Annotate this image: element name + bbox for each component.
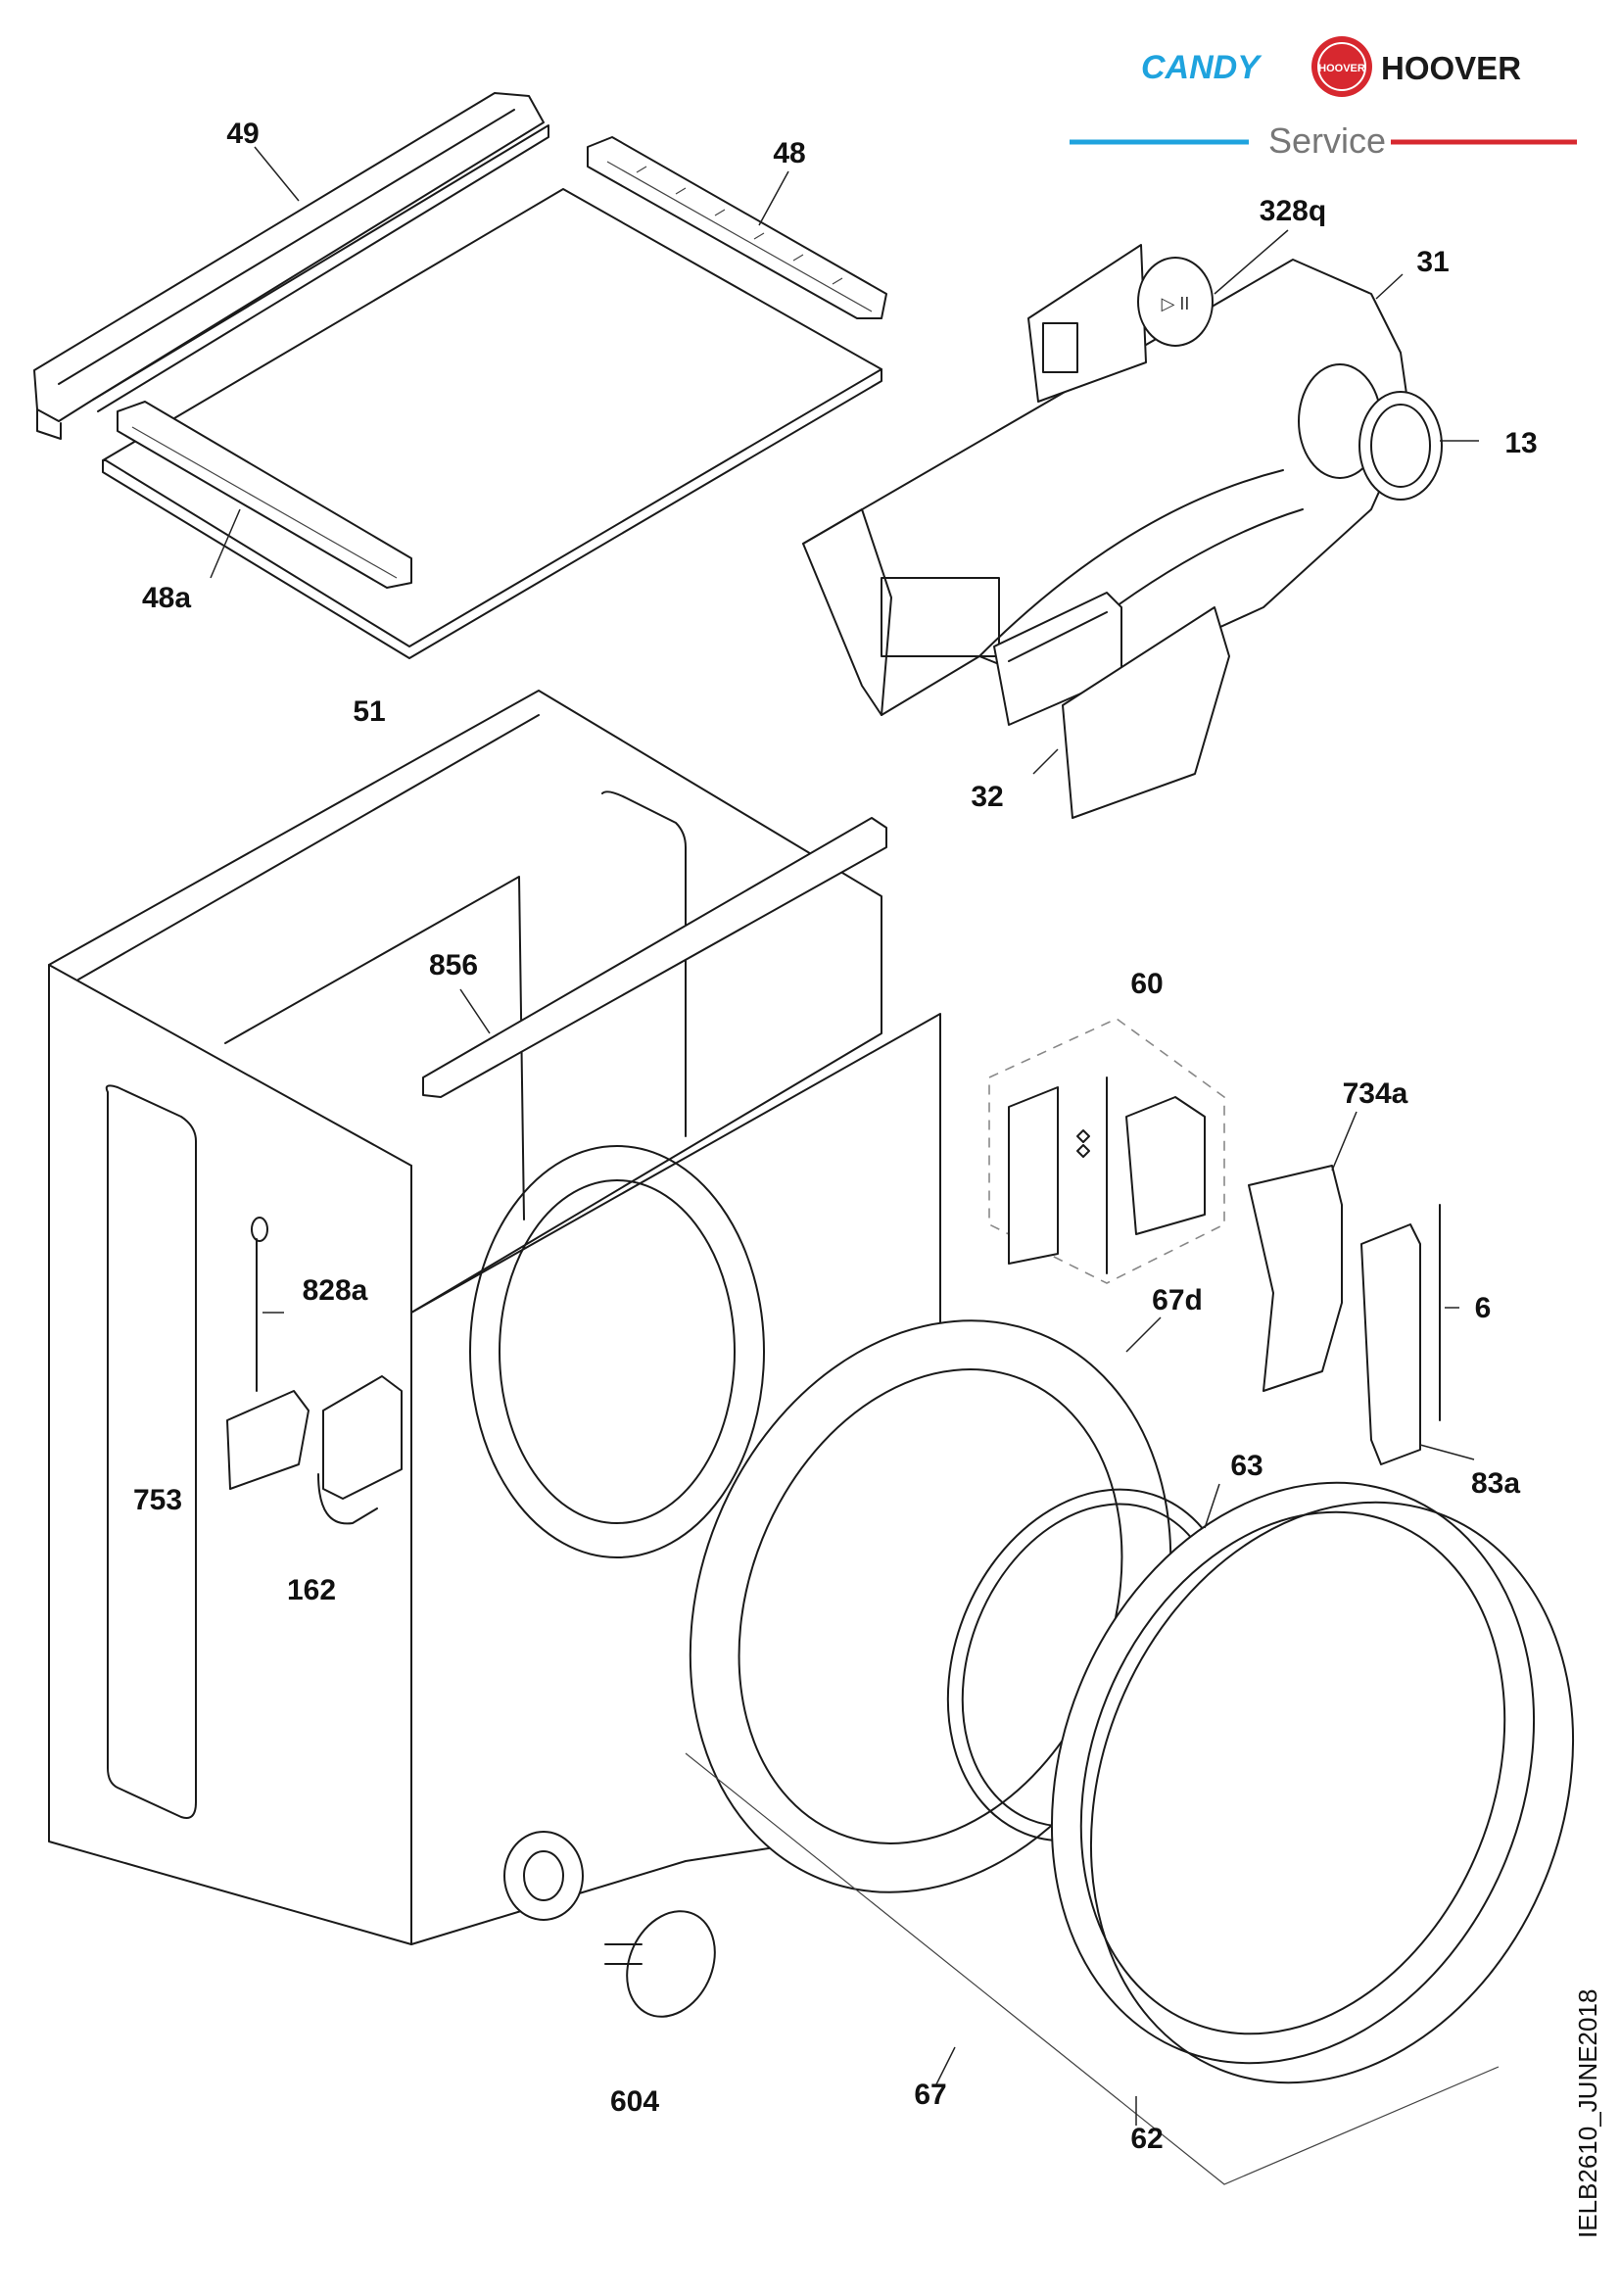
- leader-lines: [210, 146, 1479, 2126]
- service-bar: Service: [1070, 120, 1577, 161]
- callout-856: 856: [429, 949, 478, 981]
- callout-labels: 49 48 48a 51 328q 31 13 32 856 60 734a 8…: [133, 118, 1538, 2155]
- hinge-cover-734a: [1248, 1165, 1343, 1392]
- lock-bracket-753: [226, 1390, 310, 1490]
- worktop-frame-49: [33, 92, 549, 440]
- callout-328q: 328q: [1260, 195, 1326, 227]
- pcb-module-328q: ▷ II: [1027, 244, 1214, 403]
- door-assembly-bracket-67: [685, 1752, 1500, 2185]
- door-lock-162: [317, 1375, 403, 1525]
- callout-604: 604: [610, 2085, 659, 2118]
- candy-logo: CANDY: [1141, 49, 1263, 86]
- cross-brace-856: [422, 817, 887, 1098]
- svg-text:CANDY: CANDY: [1141, 49, 1263, 86]
- knob-ring-13: [1358, 391, 1443, 501]
- play-pause-symbol: ▷ II: [1162, 294, 1190, 313]
- filter-cap-604: [604, 1910, 716, 2018]
- callout-828a: 828a: [303, 1274, 368, 1307]
- callout-63: 63: [1230, 1450, 1263, 1482]
- callout-13: 13: [1504, 427, 1537, 459]
- callout-67: 67: [914, 2079, 946, 2111]
- callout-48: 48: [773, 137, 805, 169]
- side-rail-48: [587, 136, 887, 319]
- hinge-kit-60: [988, 1018, 1225, 1284]
- callout-6: 6: [1475, 1292, 1492, 1324]
- callout-734a: 734a: [1343, 1077, 1408, 1110]
- service-label: Service: [1268, 120, 1386, 161]
- cabinet-body: [48, 690, 941, 1945]
- side-rail-48a: [117, 401, 412, 589]
- callout-162: 162: [287, 1574, 336, 1606]
- callout-48a: 48a: [142, 582, 191, 614]
- callout-62: 62: [1130, 2123, 1163, 2155]
- door-outer-62: [1050, 1481, 1575, 2084]
- callout-31: 31: [1416, 246, 1449, 278]
- svg-text:HOOVER: HOOVER: [1381, 50, 1521, 86]
- callout-83a: 83a: [1471, 1467, 1520, 1500]
- hoover-badge-text: HOOVER: [1318, 63, 1365, 74]
- detergent-drawer-32: [993, 592, 1230, 819]
- callout-49: 49: [226, 118, 259, 150]
- callout-60: 60: [1130, 968, 1163, 1000]
- callout-32: 32: [971, 781, 1003, 813]
- callout-51: 51: [353, 695, 385, 728]
- hinge-bracket-83a: [1360, 1223, 1421, 1465]
- wire-828a: [251, 1217, 268, 1392]
- document-code: IELB2610_JUNE2018: [1573, 1989, 1602, 2238]
- hoover-logo: HOOVER HOOVER: [1311, 36, 1521, 97]
- callout-753: 753: [133, 1484, 182, 1516]
- callout-67d: 67d: [1152, 1284, 1203, 1316]
